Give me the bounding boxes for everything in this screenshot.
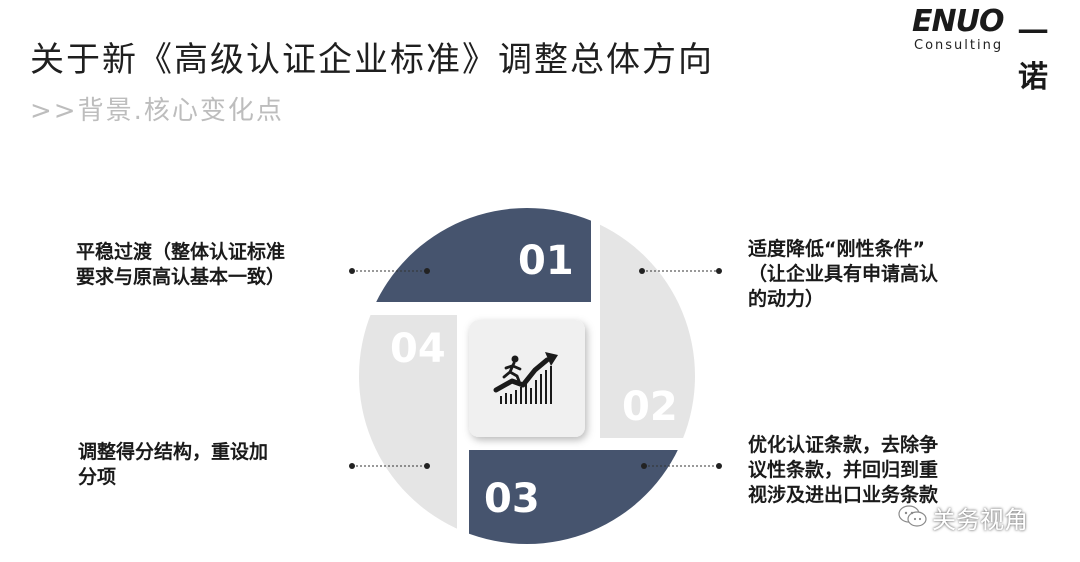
logo-tagline: Consulting — [914, 38, 1004, 53]
quadrant-04-label: 调整得分结构，重设加 分项 — [78, 441, 269, 488]
leader-line-01 — [349, 268, 430, 274]
quadrant-01-label: 平稳过渡（整体认证标准 要求与原高认基本一致） — [76, 241, 286, 288]
logo-brand-cn: 一诺 — [1018, 16, 1048, 95]
leader-line-04 — [349, 463, 430, 469]
quadrant-04-number: 04 — [390, 326, 446, 372]
leader-line-03 — [641, 463, 722, 469]
quadrant-02-label: 适度降低“刚性条件” （让企业具有申请高认 的动力） — [748, 238, 939, 310]
quadrant-01-number: 01 — [518, 238, 574, 284]
quadrant-02-number: 02 — [622, 384, 678, 430]
quadrant-03-number: 03 — [484, 476, 540, 522]
growth-chart-runner-icon — [493, 352, 558, 404]
company-logo: ENUO 一诺 Consulting — [900, 4, 1070, 95]
watermark-text: 关务视角 — [932, 506, 1028, 534]
watermark: 关务视角 — [898, 500, 1028, 535]
logo-brand: ENUO — [912, 4, 1004, 39]
leader-line-02 — [639, 268, 722, 274]
wechat-icon — [898, 504, 928, 534]
page-subtitle: >>背景.核心变化点 — [30, 96, 284, 126]
page-title: 关于新《高级认证企业标准》调整总体方向 — [30, 40, 714, 80]
quadrant-03-label: 优化认证条款，去除争 议性条款，并回归到重 视涉及进出口业务条款 — [748, 434, 939, 506]
